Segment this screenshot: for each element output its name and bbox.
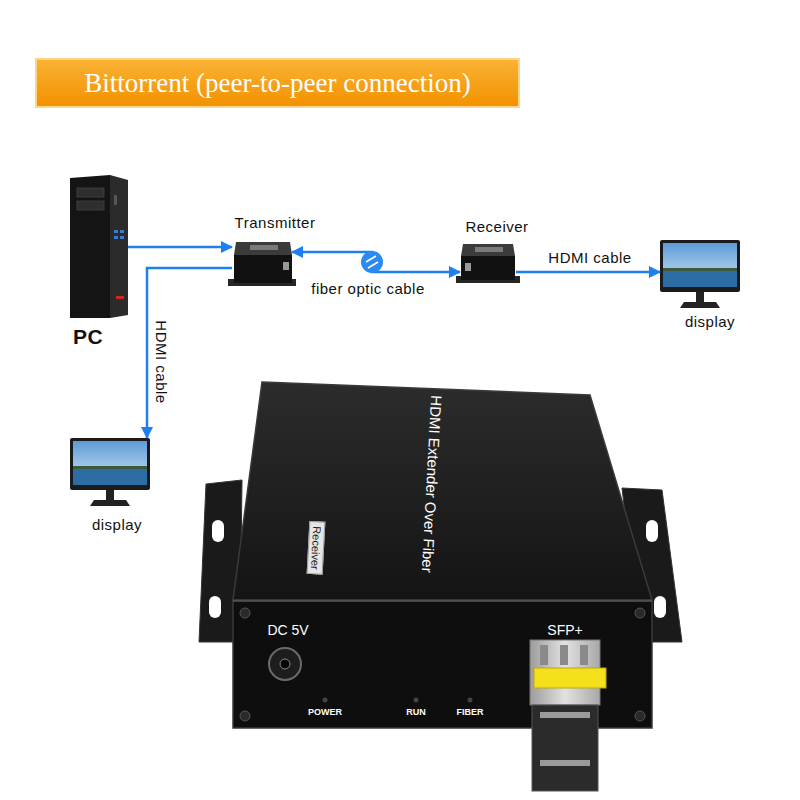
monitor-frame: [660, 240, 740, 292]
panel-label: POWER: [304, 706, 346, 718]
led: [414, 698, 419, 703]
device-node: Receiver: [460, 242, 516, 285]
screen-land: [663, 268, 737, 271]
device-node: Transmitter: [232, 240, 292, 290]
usb-port: [120, 236, 124, 239]
brand-logo: [116, 296, 124, 299]
device-front: [234, 255, 292, 283]
device-top: [234, 242, 292, 255]
sfp-stripe: [540, 712, 590, 718]
port: [465, 263, 471, 271]
sfp-latch: [540, 645, 548, 665]
panel-label: FIBER: [453, 706, 488, 718]
screw: [635, 711, 645, 721]
cable-label: HDMI cable: [153, 318, 170, 405]
drive-bay: [77, 188, 104, 197]
cable-label: fiber optic cable: [309, 280, 427, 297]
sfp-pull-tab: [534, 668, 606, 688]
led: [468, 698, 473, 703]
screw: [240, 711, 250, 721]
dc-jack: [269, 648, 301, 680]
usb-port: [120, 230, 124, 233]
device-label: Transmitter: [235, 214, 316, 231]
device-node: display: [660, 240, 740, 310]
led: [323, 698, 328, 703]
edge-highlight: [233, 600, 652, 602]
usb-port: [114, 236, 118, 239]
dc-jack-pin: [280, 659, 290, 669]
monitor-neck: [696, 292, 704, 302]
monitor-frame: [70, 438, 150, 490]
fiber-glyph: [366, 256, 376, 262]
tower-front: [70, 175, 110, 318]
device-node: PC: [70, 175, 128, 320]
screw: [635, 608, 645, 618]
panel-label: HDMI Extender Over Fiber: [418, 391, 447, 577]
monitor-neck: [106, 490, 114, 500]
extender-box: [199, 382, 682, 791]
transmitter-device: [228, 242, 296, 286]
device-node: display: [70, 438, 150, 508]
fiber-badge: [361, 251, 383, 273]
flange-slot: [212, 520, 224, 542]
monitor: [70, 438, 150, 506]
screen-sea: [663, 271, 737, 287]
button: [114, 195, 117, 205]
device-top: [461, 244, 515, 256]
drive-bay: [77, 201, 104, 210]
monitor-base: [680, 302, 720, 308]
device-sticker: [250, 245, 278, 250]
cable-arrow: [128, 246, 232, 249]
tower-side: [110, 175, 128, 318]
flange-slot: [646, 520, 658, 542]
receiver-device: [456, 244, 520, 283]
panel-label: DC 5V: [263, 621, 312, 639]
port: [283, 262, 289, 270]
fiber-icon: [361, 251, 383, 273]
sfp-latch: [580, 645, 588, 665]
cable-arrow: [147, 268, 232, 438]
device-front: [461, 256, 515, 280]
fiber-glyph: [368, 262, 378, 268]
device-label: display: [685, 313, 735, 330]
usb-port: [114, 230, 118, 233]
device-sticker: [475, 247, 503, 252]
monitor-base: [90, 500, 130, 506]
cable-arrow: [516, 271, 660, 274]
flange-slot: [209, 596, 221, 618]
device-label: display: [92, 516, 142, 533]
pc-tower: [70, 175, 128, 318]
box-top: [233, 382, 652, 600]
device-label: PC: [73, 325, 103, 349]
flange-slot: [654, 596, 666, 618]
screen-sea: [73, 469, 147, 485]
device-label: Receiver: [465, 218, 528, 235]
monitor-screen: [663, 243, 737, 287]
panel-label: RUN: [402, 706, 430, 718]
panel-label: SFP+: [543, 621, 586, 639]
screw: [240, 608, 250, 618]
title-banner: Bittorrent (peer-to-peer connection): [35, 58, 520, 108]
monitor-screen: [73, 441, 147, 485]
cable-label: HDMI cable: [546, 249, 633, 266]
sfp-stripe: [540, 760, 590, 766]
screen-land: [73, 466, 147, 469]
sfp-body: [532, 705, 598, 791]
cable-arrow: [292, 252, 460, 272]
panel-label: Receiver: [307, 521, 326, 575]
sfp-latch: [560, 645, 568, 665]
monitor: [660, 240, 740, 308]
